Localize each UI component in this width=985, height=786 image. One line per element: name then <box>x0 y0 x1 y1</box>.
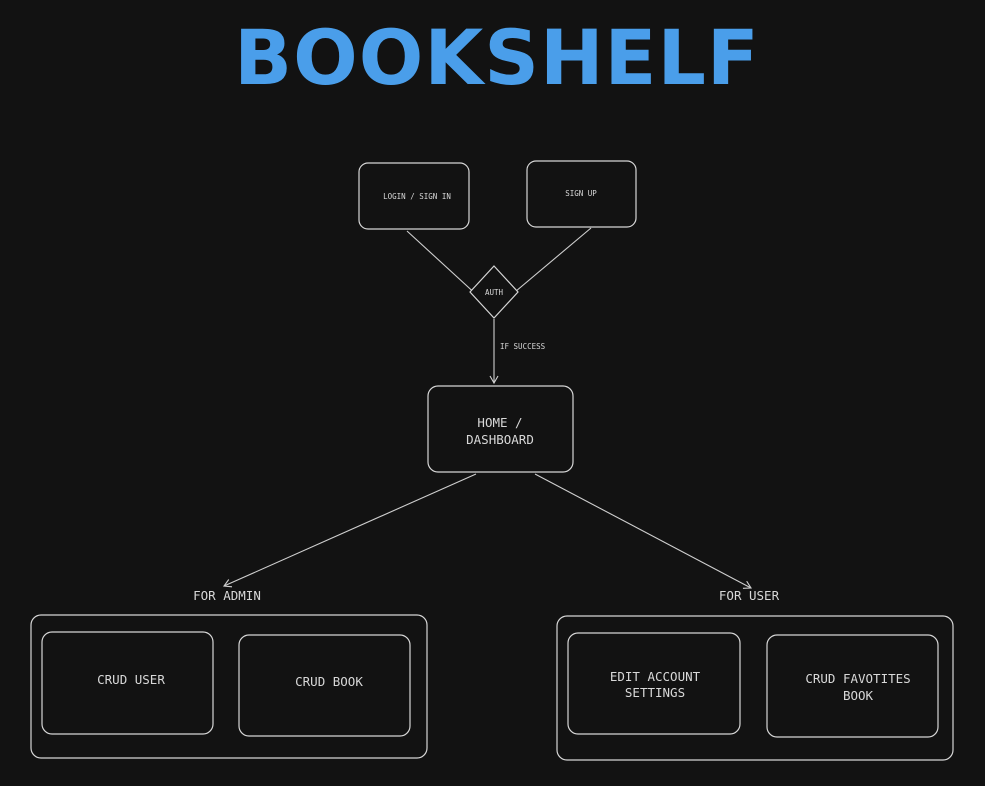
signup-label: SIGN UP <box>565 189 597 198</box>
crud-favorites-label-line1: CRUD FAVOTITES <box>805 671 910 686</box>
diagram-title: BOOKSHELF <box>234 13 760 102</box>
edge-signup-to-auth <box>508 227 592 298</box>
crud-favorites-label-line2: BOOK <box>843 688 874 703</box>
user-group: EDIT ACCOUNT SETTINGS CRUD FAVOTITES BOO… <box>556 615 954 761</box>
signup-node: SIGN UP <box>526 160 637 228</box>
crud-favorites-node: CRUD FAVOTITES BOOK <box>766 634 939 738</box>
crud-book-label: CRUD BOOK <box>295 674 363 689</box>
edge-label-if-success: IF SUCCESS <box>500 342 546 351</box>
edge-home-to-admin <box>222 473 477 588</box>
edit-account-label-line1: EDIT ACCOUNT <box>610 669 701 684</box>
auth-node: AUTH <box>469 265 519 319</box>
home-dashboard-node: HOME / DASHBOARD <box>427 385 574 473</box>
login-label: LOGIN / SIGN IN <box>383 192 451 201</box>
home-label-line2: DASHBOARD <box>466 432 534 447</box>
crud-user-node: CRUD USER <box>41 631 214 735</box>
home-label-line1: HOME / <box>477 415 522 430</box>
login-node: LOGIN / SIGN IN <box>358 162 470 230</box>
crud-book-node: CRUD BOOK <box>238 634 411 737</box>
edit-account-label-line2: SETTINGS <box>625 685 685 700</box>
edge-home-to-user <box>534 473 752 589</box>
edit-account-node: EDIT ACCOUNT SETTINGS <box>567 632 741 735</box>
group-label-user: FOR USER <box>719 588 780 603</box>
edge-login-to-auth <box>406 230 480 298</box>
group-label-admin: FOR ADMIN <box>193 588 261 603</box>
crud-user-label: CRUD USER <box>97 672 165 687</box>
admin-group: CRUD USER CRUD BOOK <box>30 614 428 759</box>
auth-label: AUTH <box>485 288 504 297</box>
